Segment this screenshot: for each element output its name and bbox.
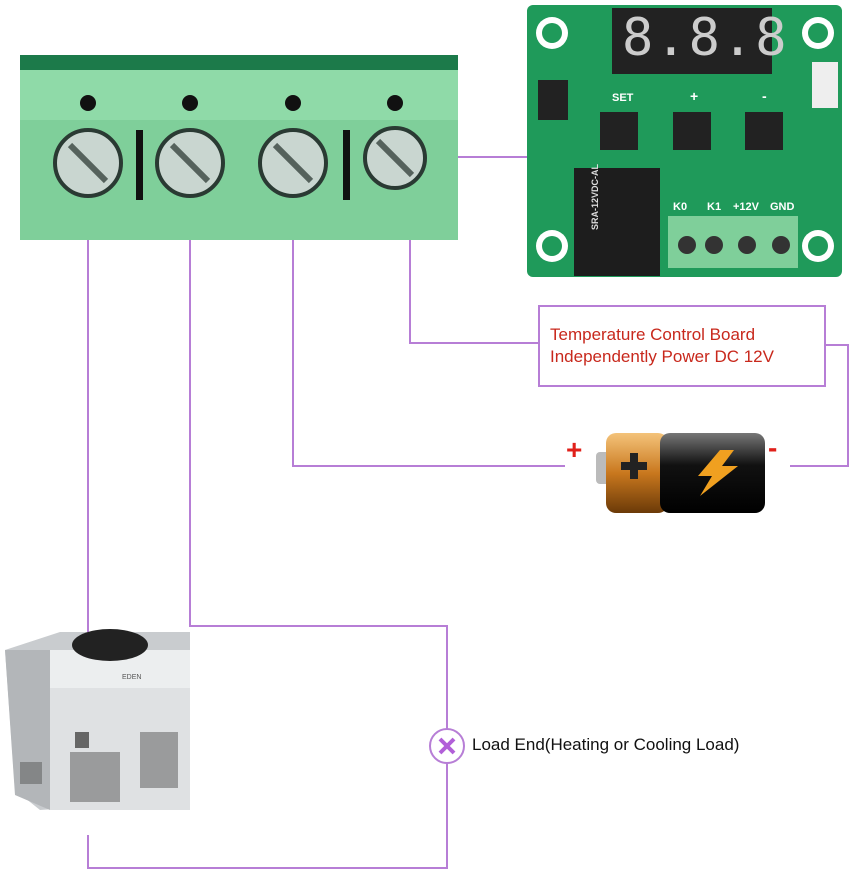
led-display-digits: 8.8.8 [622,8,789,68]
wire-terminal3-to-battery [292,190,565,467]
power-note-box: Temperature Control Board Independently … [538,305,826,387]
battery-minus-label: - [768,432,778,463]
power-note-line1: Temperature Control Board [550,325,756,344]
terminal-gnd-label: GND [770,201,795,213]
led-display [612,8,772,74]
wire-terminal4-to-note [409,190,538,344]
relay [574,168,660,276]
minus-button [745,112,783,150]
load-end-marker [429,728,465,764]
power-note-line2: Independently Power DC 12V [550,347,774,366]
terminal-k1-label: K1 [707,201,722,213]
battery [596,433,765,513]
lightning-icon [698,450,738,496]
terminal-k0-label: K0 [673,201,688,213]
board-minus-label: - [762,88,767,104]
terminal-block [20,55,458,240]
cooler-unit [5,629,190,810]
relay-label: SRA-12VDC-AL [590,163,600,230]
set-button [600,112,638,150]
board-plus-label: + [690,88,699,104]
plus-button [673,112,711,150]
wire-battery-minus [790,344,849,467]
cooler-brand: EDEN [122,674,142,681]
board-set-label: SET [612,92,634,104]
battery-plus-label: + [566,434,583,465]
load-end-label: Load End(Heating or Cooling Load) [472,735,740,754]
terminal-12v-label: +12V [733,201,759,213]
temperature-control-board [527,5,842,277]
fan-icon [72,629,148,661]
